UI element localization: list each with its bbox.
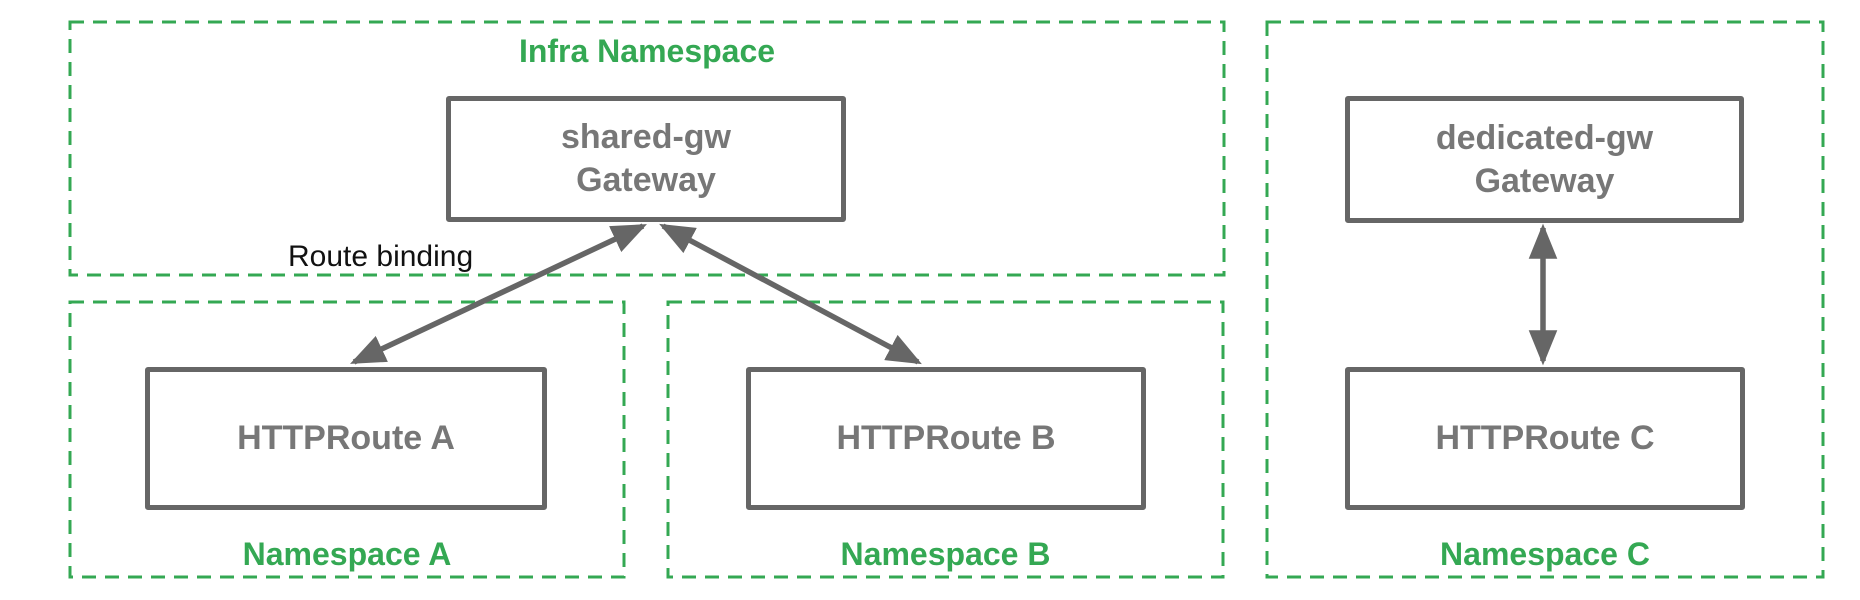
httproute-c-node: HTTPRoute C [1345, 367, 1745, 510]
namespace-c-label: Namespace C [1440, 536, 1650, 572]
httproute-a-node: HTTPRoute A [145, 367, 547, 510]
route-binding-annotation: Route binding [288, 240, 474, 273]
httproute-b-label: HTTPRoute B [836, 419, 1056, 458]
shared-gw-kind: Gateway [576, 161, 716, 199]
dedicated-gw-name: dedicated-gw [1435, 118, 1654, 157]
shared-gw-name: shared-gw [560, 118, 732, 157]
dedicated-gw-kind: Gateway [1474, 161, 1615, 200]
shared-gw-gateway-node: shared-gw Gateway [446, 96, 846, 222]
httproute-b-node: HTTPRoute B [746, 367, 1146, 510]
httproute-c-label: HTTPRoute C [1435, 419, 1655, 458]
edge-route-b-to-shared-gw [659, 223, 922, 365]
namespace-a-label: Namespace A [242, 536, 452, 572]
infra-namespace-label: Infra Namespace [518, 33, 776, 69]
namespace-b-label: Namespace B [840, 536, 1051, 572]
httproute-a-label: HTTPRoute A [237, 419, 455, 458]
dedicated-gw-gateway-node: dedicated-gw Gateway [1345, 96, 1744, 223]
